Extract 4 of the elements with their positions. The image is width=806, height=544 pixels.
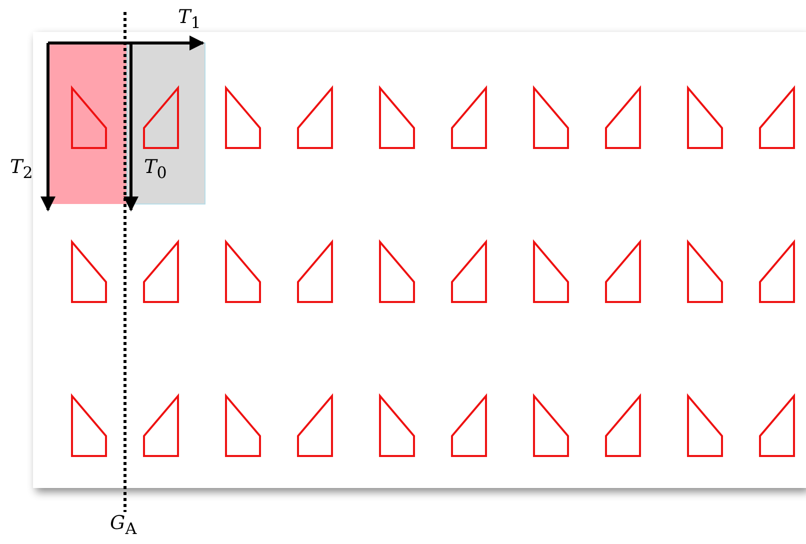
vector-label: T$_{0}$ (144, 158, 167, 181)
vector-label: T$_{2}$ (10, 158, 33, 181)
vector-label: T$_{1}$ (178, 8, 201, 31)
vector-label: G$_{A}$ (110, 514, 137, 537)
